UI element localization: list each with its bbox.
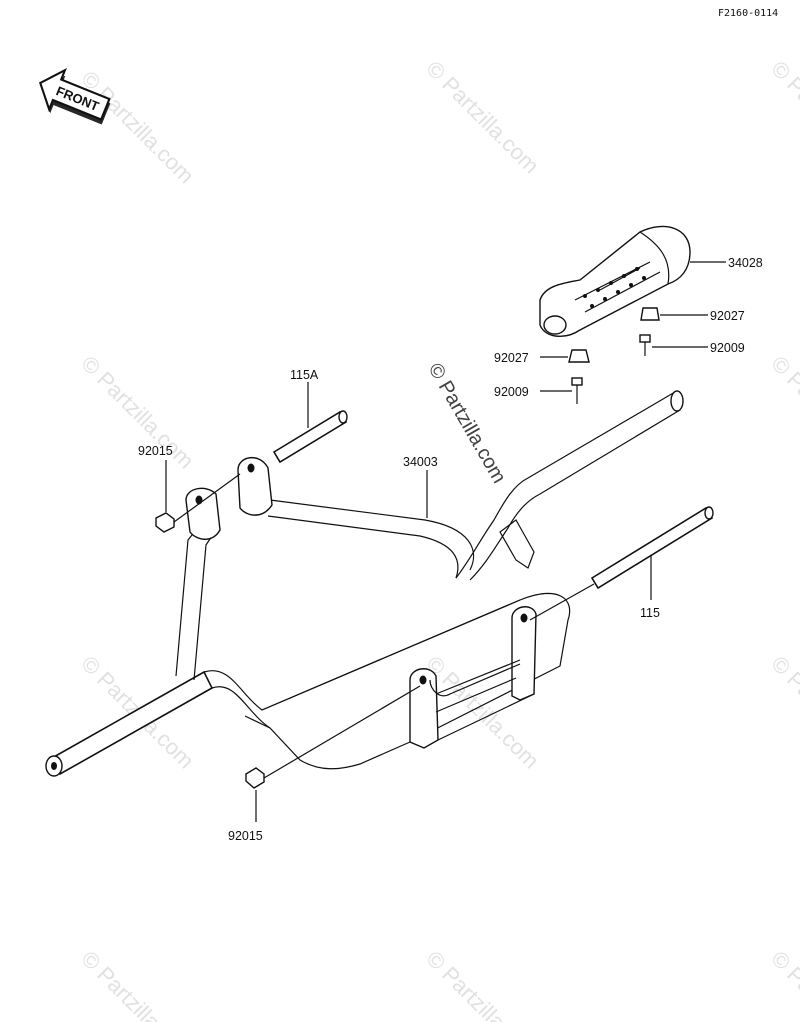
left-mount-plate-rear bbox=[237, 457, 273, 516]
bolt-115a bbox=[272, 410, 348, 464]
callout-92009-right[interactable]: 92009 bbox=[710, 341, 745, 355]
watermark: © Partzilla.com bbox=[421, 56, 544, 179]
callout-92015-bottom[interactable]: 92015 bbox=[228, 829, 263, 843]
watermark: © Partzilla.com bbox=[76, 66, 199, 189]
callout-92015-top[interactable]: 92015 bbox=[138, 444, 173, 458]
watermark-group: © Partzilla.com © Partzilla.com © Partzi… bbox=[76, 56, 800, 1022]
watermark: © Partzilla.com bbox=[766, 651, 800, 774]
front-arrow-face bbox=[39, 68, 111, 121]
callout-115[interactable]: 115 bbox=[640, 606, 660, 620]
right-bracket-front-plate bbox=[409, 668, 439, 749]
front-direction-marker: FRONT bbox=[39, 68, 111, 125]
bolt-115 bbox=[590, 506, 714, 590]
bolt-92009-left-head bbox=[571, 377, 583, 386]
watermark: © Partzilla.com bbox=[421, 946, 544, 1022]
cap-92027-left bbox=[568, 349, 590, 363]
hardware-group bbox=[155, 307, 714, 789]
callout-92027-left[interactable]: 92027 bbox=[494, 351, 529, 365]
callout-92009-left[interactable]: 92009 bbox=[494, 385, 529, 399]
watermark: © Partzilla.com bbox=[76, 946, 199, 1022]
callout-115a[interactable]: 115A bbox=[290, 368, 319, 382]
footpeg-pivot-end bbox=[543, 315, 567, 335]
watermark: © Partzilla.com bbox=[766, 946, 800, 1022]
frame-tube-end-hole bbox=[51, 762, 57, 770]
bolt-92009-right-head bbox=[639, 334, 651, 343]
callout-34003[interactable]: 34003 bbox=[403, 455, 438, 469]
drawing-code: F2160-0114 bbox=[718, 8, 778, 19]
cap-92027-right bbox=[640, 307, 660, 321]
watermark: © Partzilla.com bbox=[766, 351, 800, 474]
nut-92015-top bbox=[155, 512, 175, 533]
footpeg-34028 bbox=[539, 225, 691, 337]
callouts: 34028 92027 92009 92027 92009 115A 92015… bbox=[138, 256, 763, 843]
nut-92015-bottom bbox=[245, 767, 265, 789]
callout-92027-right[interactable]: 92027 bbox=[710, 309, 745, 323]
frame-upper-tube-end bbox=[670, 390, 684, 412]
frame-34003 bbox=[45, 390, 684, 777]
callout-34028[interactable]: 34028 bbox=[728, 256, 763, 270]
left-mount-plate-front bbox=[185, 487, 221, 540]
watermark: © Partzilla.com bbox=[766, 56, 800, 179]
